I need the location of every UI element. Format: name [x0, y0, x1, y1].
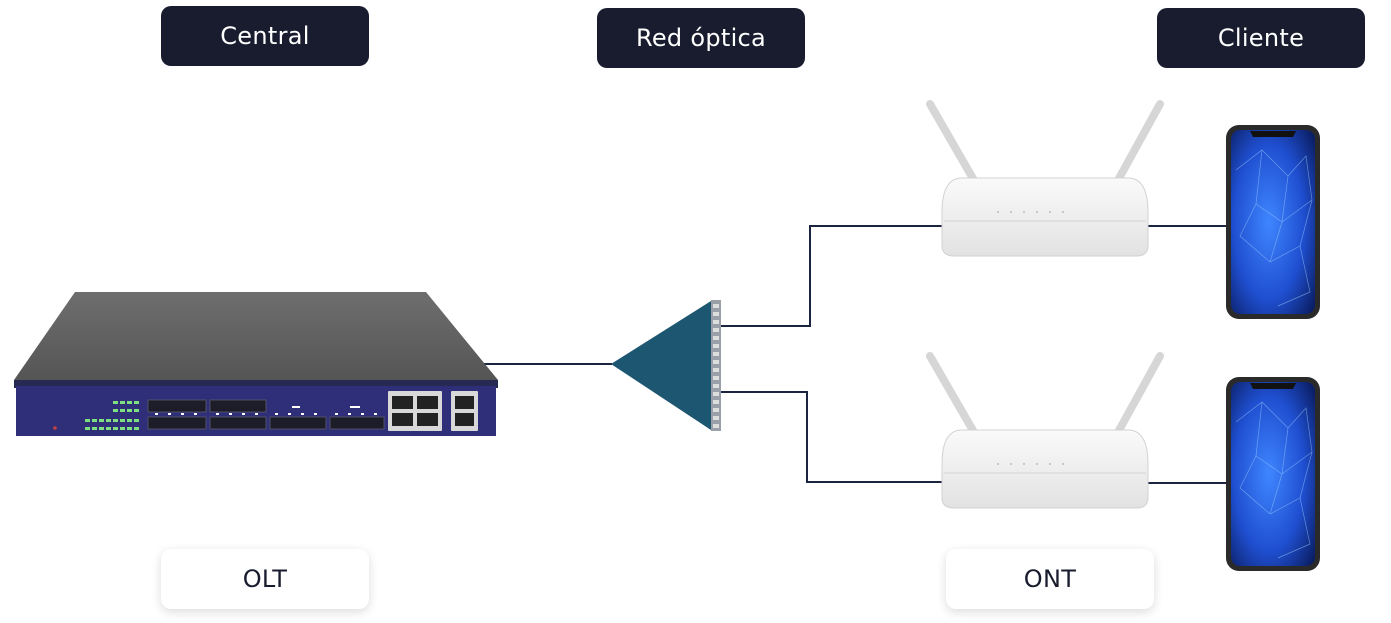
cliente-label-text: Cliente: [1217, 24, 1305, 52]
ont-label-text: ONT: [1023, 565, 1077, 593]
cliente-label: Cliente: [1157, 8, 1365, 68]
red-optica-label: Red óptica: [597, 8, 805, 68]
central-label-text: Central: [220, 22, 310, 50]
splitter-to-ont-bottom-fiber: [720, 391, 942, 483]
ont-label: ONT: [946, 549, 1154, 609]
optical-splitter-icon: [611, 300, 721, 431]
fiber-lines: [484, 225, 1227, 484]
splitter-to-ont-top-fiber: [720, 225, 942, 327]
red-optica-label-text: Red óptica: [635, 24, 767, 52]
olt-device-icon: [14, 292, 498, 436]
olt-label-text: OLT: [242, 565, 288, 593]
smartphone-icon: [1226, 377, 1320, 571]
ont-router-icon: [926, 100, 1164, 257]
central-label: Central: [161, 6, 369, 66]
ont-router-icon: [926, 352, 1164, 509]
olt-label: OLT: [161, 549, 369, 609]
smartphone-icon: [1226, 125, 1320, 319]
